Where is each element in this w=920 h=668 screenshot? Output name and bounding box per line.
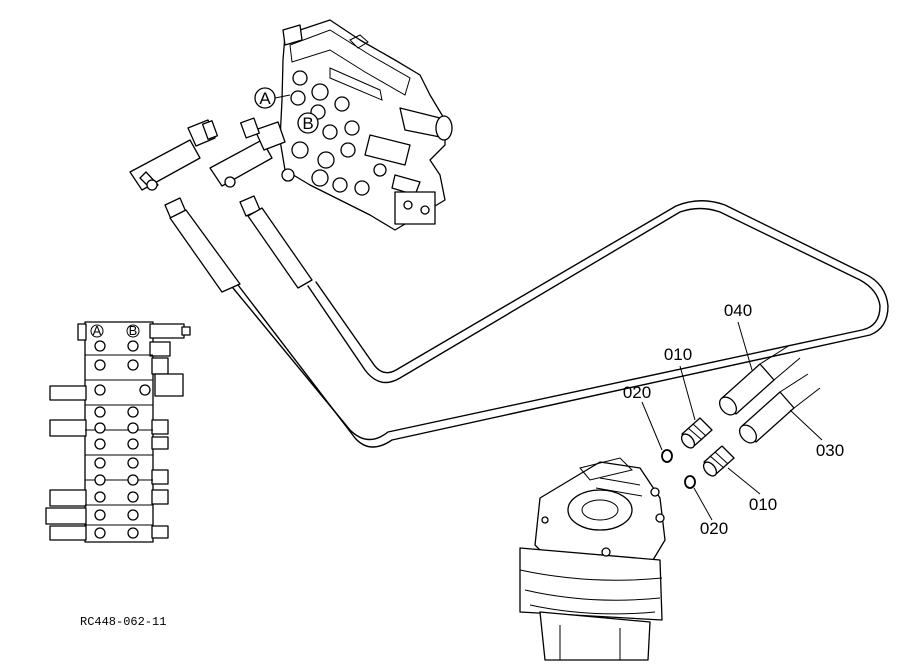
elbow-fitting-left bbox=[129, 119, 219, 191]
reference-code: RC448-062-11 bbox=[80, 615, 166, 629]
svg-text:A: A bbox=[259, 89, 271, 108]
callout-020-lower: 020 bbox=[700, 519, 728, 538]
leader-020-lower bbox=[693, 487, 713, 521]
leader-020-upper bbox=[641, 401, 663, 451]
port-label-b: B bbox=[297, 112, 319, 134]
svg-text:B: B bbox=[129, 323, 138, 338]
callout-030: 030 bbox=[816, 441, 844, 460]
adapter-010-upper bbox=[680, 417, 713, 449]
adapter-010-lower bbox=[702, 445, 735, 477]
hose-end-right bbox=[239, 195, 313, 289]
valve-section-schematic bbox=[45, 321, 191, 543]
callout-010-lower: 010 bbox=[749, 495, 777, 514]
leader-010-lower bbox=[727, 467, 761, 495]
hose-030-route bbox=[237, 200, 889, 448]
hose-end-030 bbox=[738, 373, 821, 444]
svg-text:B: B bbox=[302, 114, 313, 133]
svg-text:A: A bbox=[93, 323, 102, 338]
leader-030 bbox=[789, 409, 823, 441]
hose-end-040 bbox=[718, 344, 801, 416]
oring-020-upper bbox=[661, 449, 673, 463]
elbow-fitting-right bbox=[209, 117, 286, 188]
callout-010-upper: 010 bbox=[664, 345, 692, 364]
callout-020-upper: 020 bbox=[623, 383, 651, 402]
swivel-motor-assembly bbox=[519, 457, 666, 661]
hose-040-route bbox=[232, 207, 881, 441]
schematic-port-a-label: A bbox=[90, 323, 104, 338]
leader-010-upper bbox=[679, 365, 696, 421]
callout-040: 040 bbox=[724, 301, 752, 320]
oring-020-lower bbox=[684, 475, 696, 489]
port-label-a: A bbox=[254, 87, 291, 109]
leader-040 bbox=[737, 321, 753, 371]
control-valve-assembly bbox=[279, 19, 453, 231]
hose-end-left bbox=[164, 197, 241, 293]
schematic-port-b-label: B bbox=[126, 323, 140, 338]
